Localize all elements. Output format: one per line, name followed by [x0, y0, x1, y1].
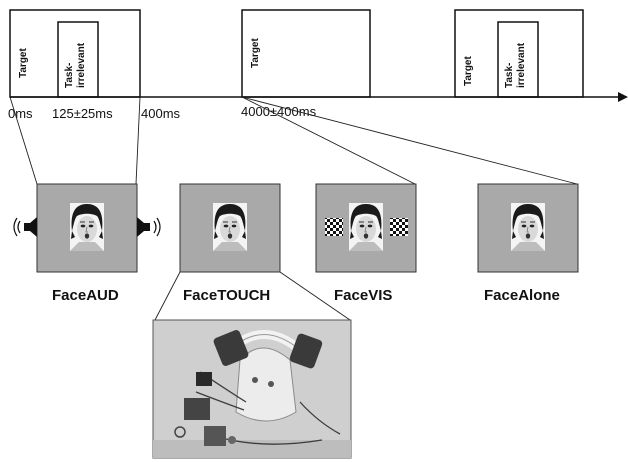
timeline-arrowhead — [618, 92, 628, 102]
zoom-line-left — [154, 271, 181, 321]
task-irrelevant-label-1a: Task- — [64, 63, 75, 88]
face-vis-panel — [315, 183, 417, 273]
time-label-1: 125±25ms — [52, 106, 113, 121]
face-aud-panel — [36, 183, 138, 273]
task-irrelevant-pulse-2 — [497, 21, 539, 98]
face-photo — [69, 202, 105, 252]
face-touch-panel — [179, 183, 281, 273]
checkerboard-right-icon — [390, 218, 408, 236]
touch-apparatus-photo — [152, 319, 352, 459]
time-label-3: 4000±400ms — [241, 104, 317, 119]
condition-label-face-alone: FaceAlone — [484, 287, 560, 304]
target-label-2: Target — [250, 38, 261, 68]
face-photo — [510, 202, 546, 252]
condition-label-face-touch: FaceTOUCH — [183, 287, 270, 304]
speaker-right-icon — [137, 217, 161, 237]
face-alone-panel — [477, 183, 579, 273]
time-label-0: 0ms — [8, 106, 33, 121]
checkerboard-left-icon — [325, 218, 343, 236]
task-irrelevant-label-2b: irrelevant — [516, 42, 527, 88]
task-irrelevant-label-1b: irrelevant — [76, 42, 87, 88]
face-photo — [212, 202, 248, 252]
connector-line-1 — [9, 96, 38, 185]
speaker-left-icon — [13, 217, 37, 237]
connector-line-4 — [241, 96, 578, 185]
target-pulse-2 — [241, 9, 371, 98]
target-label-1: Target — [18, 48, 29, 78]
task-irrelevant-pulse-1 — [57, 21, 99, 98]
target-pulse-1 — [9, 9, 141, 98]
connector-line-3 — [241, 96, 416, 185]
task-irrelevant-label-2a: Task- — [504, 63, 515, 88]
condition-label-face-aud: FaceAUD — [52, 287, 119, 304]
target-label-3: Target — [463, 56, 474, 86]
condition-label-face-vis: FaceVIS — [334, 287, 392, 304]
time-label-2: 400ms — [141, 106, 181, 121]
zoom-line-right — [279, 271, 351, 321]
face-photo — [348, 202, 384, 252]
connector-line-2 — [135, 96, 141, 185]
